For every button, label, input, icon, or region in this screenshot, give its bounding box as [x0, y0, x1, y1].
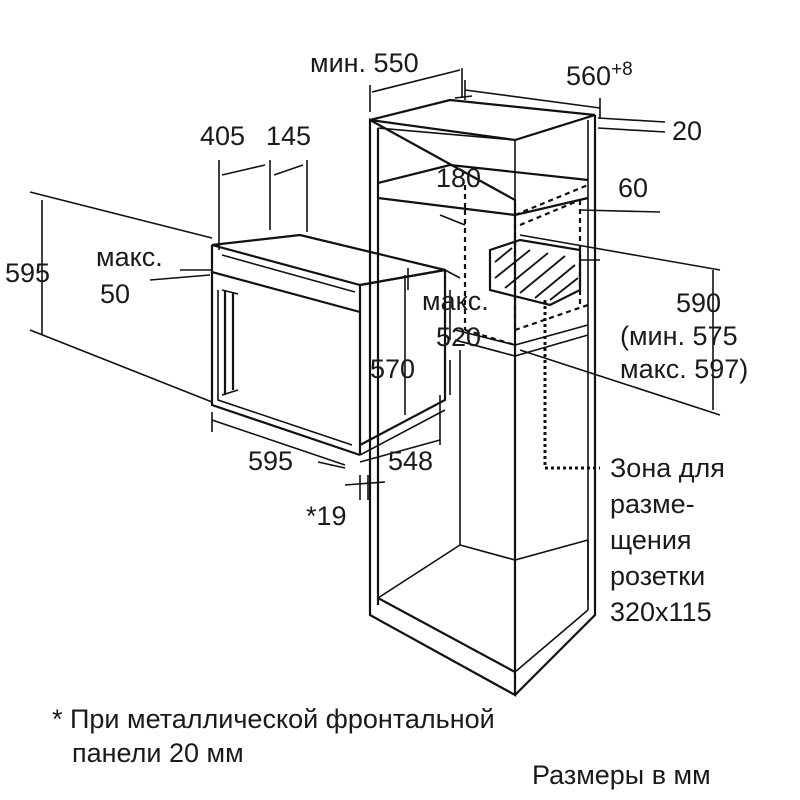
label-max: макс.	[96, 242, 163, 272]
label-max-520-prefix: макс.	[422, 286, 489, 316]
label-depth-548: 548	[388, 446, 433, 476]
label-niche-590: 590	[676, 288, 721, 318]
label-height-570: 570	[370, 354, 415, 384]
label-depth-520: 520	[436, 322, 481, 352]
label-top-405: 405	[200, 121, 245, 151]
socket-zone-line-4: розетки	[610, 561, 705, 591]
label-niche-min: (мин. 575	[620, 321, 738, 351]
label-vent-60: 60	[618, 173, 648, 203]
label-cabinet-min-depth: мин. 550	[310, 48, 419, 78]
label-niche-max: макс. 597)	[620, 354, 748, 384]
oven-drawing	[210, 233, 461, 457]
label-cabinet-width: 560+8	[566, 59, 633, 91]
label-front-19: *19	[306, 501, 347, 531]
dimension-lines	[29, 68, 721, 500]
label-back-gap: 20	[672, 116, 702, 146]
footnote-line-1: * При металлической фронтальной	[52, 704, 495, 734]
label-top-145: 145	[266, 121, 311, 151]
socket-zone-label: Зона для разме- щения розетки 320x115	[610, 453, 725, 627]
footnote-line-2: панели 20 мм	[72, 738, 244, 768]
units-note: Размеры в мм	[532, 760, 711, 790]
cabinet-drawing	[368, 95, 597, 697]
socket-zone-line-3: щения	[610, 525, 692, 555]
hatched-socket-area	[488, 238, 600, 470]
socket-zone-line-1: Зона для	[610, 453, 725, 483]
label-max-50: 50	[100, 279, 130, 309]
label-width-595: 595	[248, 446, 293, 476]
label-gap-180: 180	[436, 163, 481, 193]
label-height-595: 595	[5, 258, 50, 288]
socket-zone-line-5: 320x115	[610, 597, 712, 627]
socket-zone-line-2: разме-	[610, 489, 695, 519]
